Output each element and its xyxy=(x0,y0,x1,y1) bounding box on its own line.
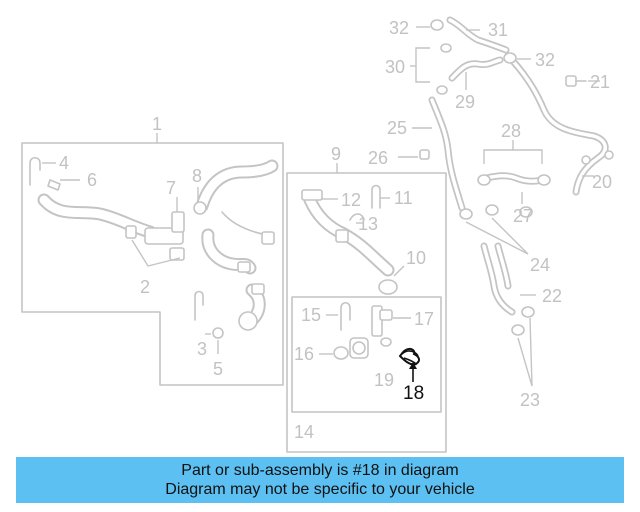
callout-3: 3 xyxy=(197,339,207,359)
clip-part-24a xyxy=(459,208,473,220)
callout-labels: 1 2 3 4 5 6 7 8 9 10 11 12 13 14 15 16 1… xyxy=(59,18,612,442)
hose-part-middle xyxy=(201,211,275,275)
bolt-part-21 xyxy=(565,75,587,87)
callout-32-right: 32 xyxy=(535,50,555,70)
group-9-outline xyxy=(286,172,447,453)
clip-part-24b xyxy=(485,204,499,216)
callout-6: 6 xyxy=(87,170,97,190)
callout-7: 7 xyxy=(166,178,176,198)
callout-16: 16 xyxy=(294,344,314,364)
clamp-part-13 xyxy=(349,213,365,221)
callout-2: 2 xyxy=(140,277,150,297)
callout-5: 5 xyxy=(213,359,223,379)
callout-32-top: 32 xyxy=(389,18,409,38)
hose-part-30 xyxy=(448,56,504,82)
callout-10: 10 xyxy=(406,248,426,268)
callout-23: 23 xyxy=(520,390,540,410)
hose-part-8 xyxy=(193,159,279,215)
clip-part-3 xyxy=(194,290,204,321)
right-pipe-assembly xyxy=(398,16,614,387)
highlighted-clip-part-18 xyxy=(398,348,421,382)
callout-9: 9 xyxy=(331,144,341,164)
clip-part-15 xyxy=(340,301,351,331)
clamp-part-32-top xyxy=(430,19,444,31)
hose-part-28 xyxy=(477,172,551,186)
clip-part-23a xyxy=(511,324,525,336)
callout-27: 27 xyxy=(513,206,533,226)
callout-31: 31 xyxy=(488,20,508,40)
connector-part-7 xyxy=(144,211,185,261)
callout-17: 17 xyxy=(414,309,434,329)
valve-part-17 xyxy=(371,305,393,337)
bracket-part-6 xyxy=(47,179,61,191)
clip-part-11 xyxy=(371,184,381,209)
bolt-part-26 xyxy=(419,149,430,160)
callout-22: 22 xyxy=(542,286,562,306)
clamp-part-30b xyxy=(436,85,448,95)
callout-19: 19 xyxy=(374,370,394,390)
elbow-housing-part xyxy=(238,283,266,331)
callout-26: 26 xyxy=(368,148,388,168)
callout-11: 11 xyxy=(394,188,413,208)
callout-4: 4 xyxy=(59,153,69,173)
housing-part-16 xyxy=(349,337,369,359)
clamp-part-27 xyxy=(519,206,533,218)
info-banner: Part or sub-assembly is #18 in diagram D… xyxy=(16,457,624,503)
callout-25: 25 xyxy=(387,118,407,138)
clip-part-4 xyxy=(29,156,41,186)
callout-13: 13 xyxy=(358,214,378,234)
assembly-group-9 xyxy=(286,163,447,453)
group-1-outline xyxy=(21,142,284,386)
callout-30: 30 xyxy=(385,57,405,77)
banner-disclaimer-line: Diagram may not be specific to your vehi… xyxy=(165,481,475,498)
callout-1: 1 xyxy=(152,114,162,134)
hose-part-31 xyxy=(446,16,510,54)
clamp-part-32-right xyxy=(503,52,517,64)
callout-12: 12 xyxy=(341,190,361,210)
callout-8: 8 xyxy=(192,166,202,186)
cap-part-16 xyxy=(333,346,349,360)
banner-part-line: Part or sub-assembly is #18 in diagram xyxy=(181,462,459,479)
assembly-group-14 xyxy=(291,296,442,413)
hose-part-12 xyxy=(301,189,395,277)
clamp-part-30a xyxy=(440,43,452,53)
callout-18-highlighted: 18 xyxy=(403,383,424,404)
assembly-group-1 xyxy=(21,133,284,386)
seal-part-5 xyxy=(212,327,224,339)
pipe-part-22 xyxy=(480,242,516,316)
radiator-hose-part xyxy=(37,193,157,239)
callout-29: 29 xyxy=(455,92,475,112)
callout-15: 15 xyxy=(301,305,321,325)
clip-part-23b xyxy=(521,306,535,318)
callout-24: 24 xyxy=(530,255,550,275)
cap-part-10 xyxy=(378,279,398,295)
callout-28: 28 xyxy=(501,121,521,141)
callout-21: 21 xyxy=(590,72,610,92)
tube-part-25 xyxy=(428,96,466,212)
group-14-outline xyxy=(291,296,442,413)
oring-part-19 xyxy=(380,337,392,347)
callout-20: 20 xyxy=(592,172,612,192)
callout-14: 14 xyxy=(294,422,314,442)
pipe-part-20 xyxy=(508,56,614,196)
